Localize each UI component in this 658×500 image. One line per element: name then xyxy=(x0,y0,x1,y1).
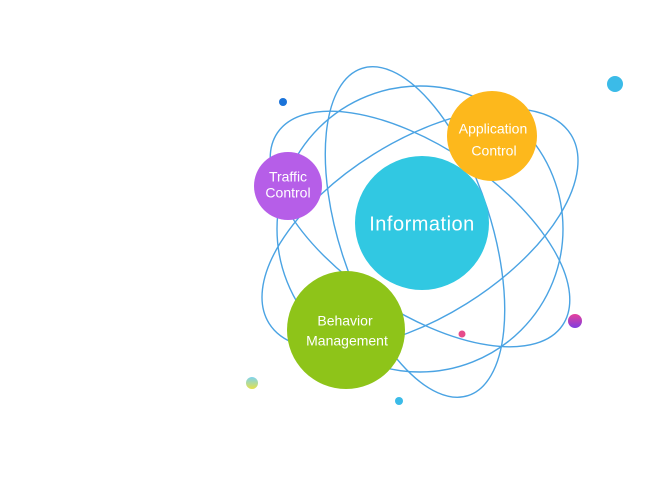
decorative-dots xyxy=(246,76,623,405)
node-behavior-management-circle xyxy=(287,271,405,389)
dot-cyan-top-right xyxy=(607,76,623,92)
node-application-control: Application Control xyxy=(447,91,537,181)
node-application-control-label-line1: Application xyxy=(459,121,528,137)
dot-purple-right xyxy=(568,314,582,328)
node-information: Information xyxy=(355,156,489,290)
node-application-control-label-line2: Control xyxy=(471,143,516,159)
node-behavior-management: Behavior Management xyxy=(287,271,405,389)
node-information-circle xyxy=(355,156,489,290)
orbit-main-circle xyxy=(276,85,564,373)
dot-cyan-bottom xyxy=(395,397,403,405)
node-traffic-control-label-line1: Traffic xyxy=(269,169,307,185)
node-behavior-management-label-line2: Management xyxy=(306,333,388,349)
node-traffic-control-circle xyxy=(254,152,322,220)
node-traffic-control: Traffic Control xyxy=(254,152,322,220)
orbit-ellipse-1 xyxy=(261,108,579,350)
dot-pink xyxy=(458,330,466,338)
dot-yellow-left xyxy=(246,377,258,389)
dot-blue xyxy=(279,98,287,106)
node-traffic-control-label-line2: Control xyxy=(265,185,310,201)
node-application-control-circle xyxy=(447,91,537,181)
node-information-label: Information xyxy=(369,213,475,235)
node-behavior-management-label-line1: Behavior xyxy=(317,313,373,329)
